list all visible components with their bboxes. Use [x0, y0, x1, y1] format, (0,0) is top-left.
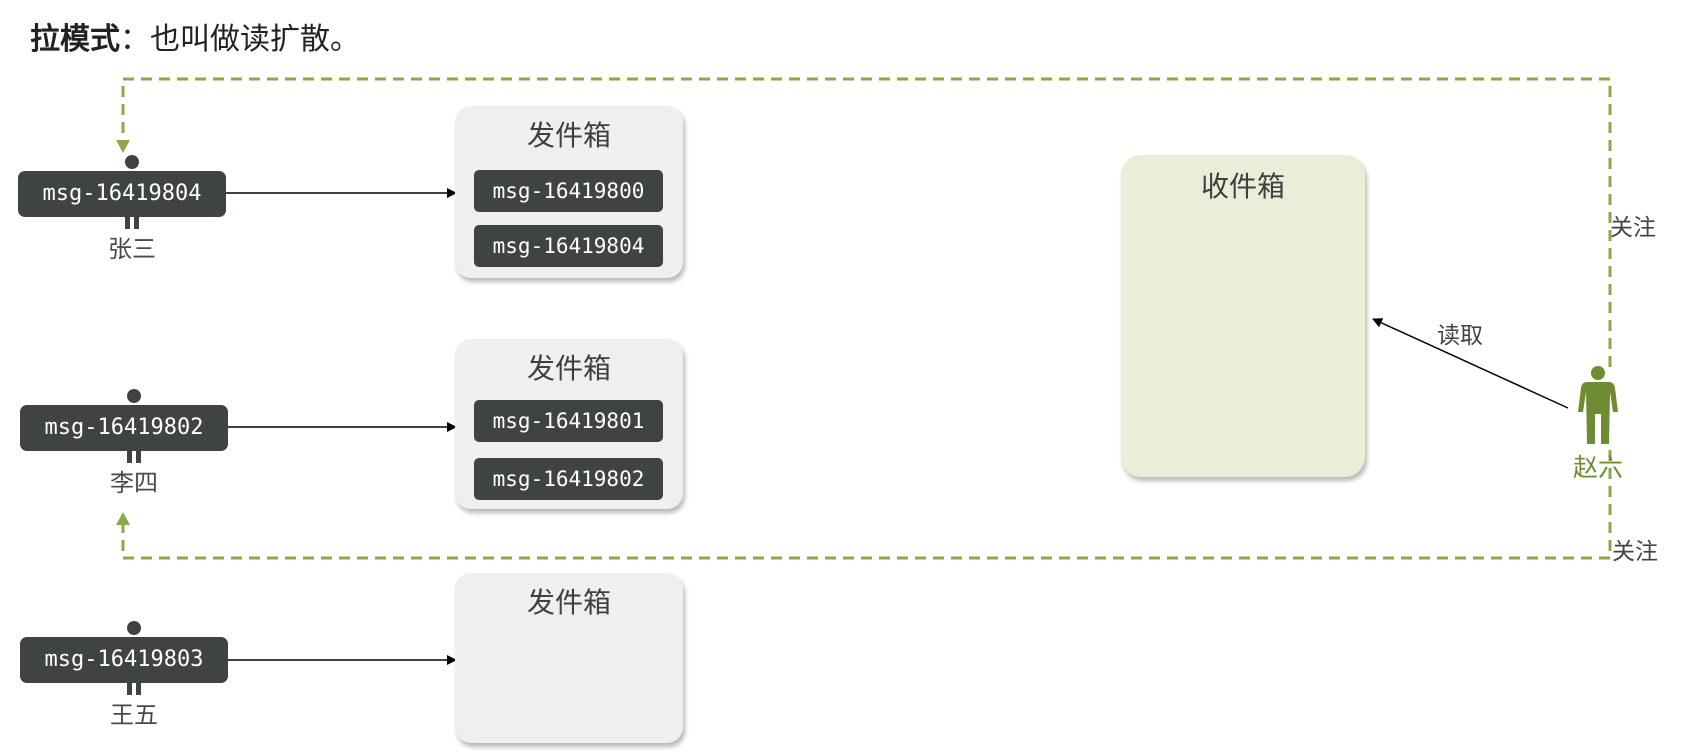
user-latest-msg: msg-16419804: [18, 171, 226, 217]
follow-arrow-bottom: [116, 512, 130, 525]
outbox-title: 发件箱: [526, 586, 611, 619]
user-name: 张三: [108, 235, 156, 263]
title-bold: 拉模式: [30, 22, 120, 57]
user-legs-icon: [125, 213, 139, 229]
user-name: 王五: [110, 701, 158, 729]
outbox-title: 发件箱: [526, 352, 611, 385]
inbox-title: 收件箱: [1200, 170, 1285, 203]
user-legs-icon: [127, 447, 141, 463]
user-head-icon: [127, 389, 141, 403]
user-head-icon: [127, 621, 141, 635]
inbox-zhaoliu: 收件箱: [1121, 155, 1365, 477]
outbox-message: msg-16419804: [474, 225, 663, 267]
page-title: 拉模式：也叫做读扩散。: [30, 14, 360, 58]
user-legs-icon: [127, 679, 141, 695]
outbox-title: 发件箱: [526, 119, 611, 152]
outbox-zhangsan: 发件箱 msg-16419800 msg-16419804: [455, 106, 683, 278]
follow-line-top: [121, 77, 1612, 367]
outbox-lisi: 发件箱 msg-16419801 msg-16419802: [455, 339, 683, 509]
outbox-message: msg-16419800: [474, 170, 663, 212]
title-rest: ：也叫做读扩散。: [120, 22, 360, 57]
arrow-read-inbox: [1372, 318, 1569, 409]
follow-arrow-top: [116, 140, 130, 153]
user-name: 李四: [110, 469, 158, 497]
outbox-message: msg-16419802: [474, 458, 663, 500]
follow-label-top: 关注: [1610, 215, 1656, 241]
outbox-message: msg-16419801: [474, 400, 663, 442]
user-head-icon: [125, 155, 139, 169]
user-latest-msg: msg-16419803: [20, 637, 228, 683]
reader-name: 赵六: [1573, 453, 1624, 482]
follow-label-bottom: 关注: [1612, 539, 1658, 565]
read-label: 读取: [1437, 323, 1483, 349]
outbox-wangwu: 发件箱: [455, 573, 683, 743]
user-latest-msg: msg-16419802: [20, 405, 228, 451]
person-icon: [1578, 366, 1618, 444]
follow-line-bottom: [121, 450, 1612, 560]
